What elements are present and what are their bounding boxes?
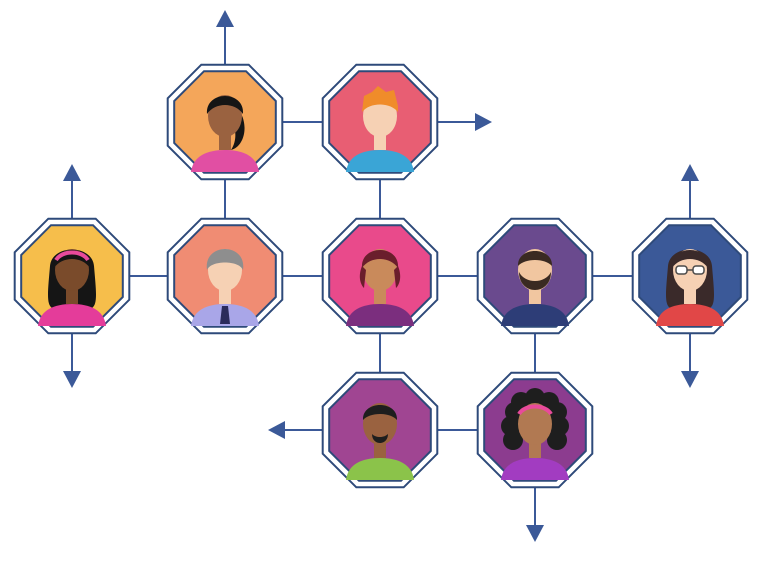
avatar-icon — [346, 86, 414, 172]
avatar-hair-icon — [362, 86, 398, 112]
avatar-headband-icon — [517, 404, 553, 416]
avatar-icon — [191, 249, 259, 326]
avatar-tie-icon — [220, 306, 230, 324]
avatar-headband-icon — [54, 250, 90, 262]
avatar-icon — [346, 403, 414, 480]
arrow-down-icon — [681, 334, 699, 388]
arrow-up-icon — [63, 164, 81, 218]
person-node-woman-glasses — [631, 217, 749, 335]
avatar-icon — [346, 249, 414, 326]
avatar-shirt-icon — [656, 304, 724, 326]
avatar-shirt-icon — [346, 150, 414, 172]
avatar-shirt-icon — [38, 304, 106, 326]
person-node-older-man-tie — [166, 217, 284, 335]
avatar-beard-icon — [372, 434, 388, 443]
arrow-down-icon — [63, 334, 81, 388]
avatar-hair-icon — [206, 96, 244, 114]
avatar-shirt-icon — [501, 458, 569, 480]
person-node-man-goatee — [321, 371, 439, 489]
avatar-hair-icon — [394, 266, 401, 288]
person-nodes — [13, 63, 749, 489]
person-node-woman-curly — [476, 371, 594, 489]
arrow-down-icon — [526, 488, 544, 542]
person-node-woman-headband — [13, 217, 131, 335]
person-node-woman-bob — [321, 217, 439, 335]
avatar-hair-icon — [359, 266, 366, 288]
person-node-bearded-man — [476, 217, 594, 335]
avatar-glasses-icon — [675, 265, 705, 275]
avatar-icon — [501, 249, 569, 326]
avatar-shirt-icon — [191, 150, 259, 172]
person-node-woman-ponytail — [166, 63, 284, 181]
avatar-icon — [38, 249, 106, 326]
avatar-hair-icon — [671, 250, 709, 268]
arrow-up-icon — [216, 10, 234, 64]
avatar-hair-icon — [362, 405, 398, 420]
arrow-right-icon — [438, 113, 492, 131]
avatar-shirt-icon — [346, 458, 414, 480]
avatar-hair-icon — [361, 250, 399, 268]
avatar-icon — [501, 388, 569, 480]
arrow-up-icon — [681, 164, 699, 218]
avatar-shirt-icon — [346, 304, 414, 326]
avatar-icon — [191, 95, 259, 172]
avatar-icon — [656, 249, 724, 326]
avatar-face-icon — [518, 403, 552, 445]
avatar-shirt-icon — [501, 304, 569, 326]
avatar-beard-icon — [519, 272, 551, 290]
avatar-hair-icon — [517, 251, 553, 266]
arrow-left-icon — [268, 421, 322, 439]
person-node-man-orange-hair — [321, 63, 439, 181]
avatar-hair-icon — [206, 249, 244, 270]
outgoing-arrows — [63, 10, 699, 542]
